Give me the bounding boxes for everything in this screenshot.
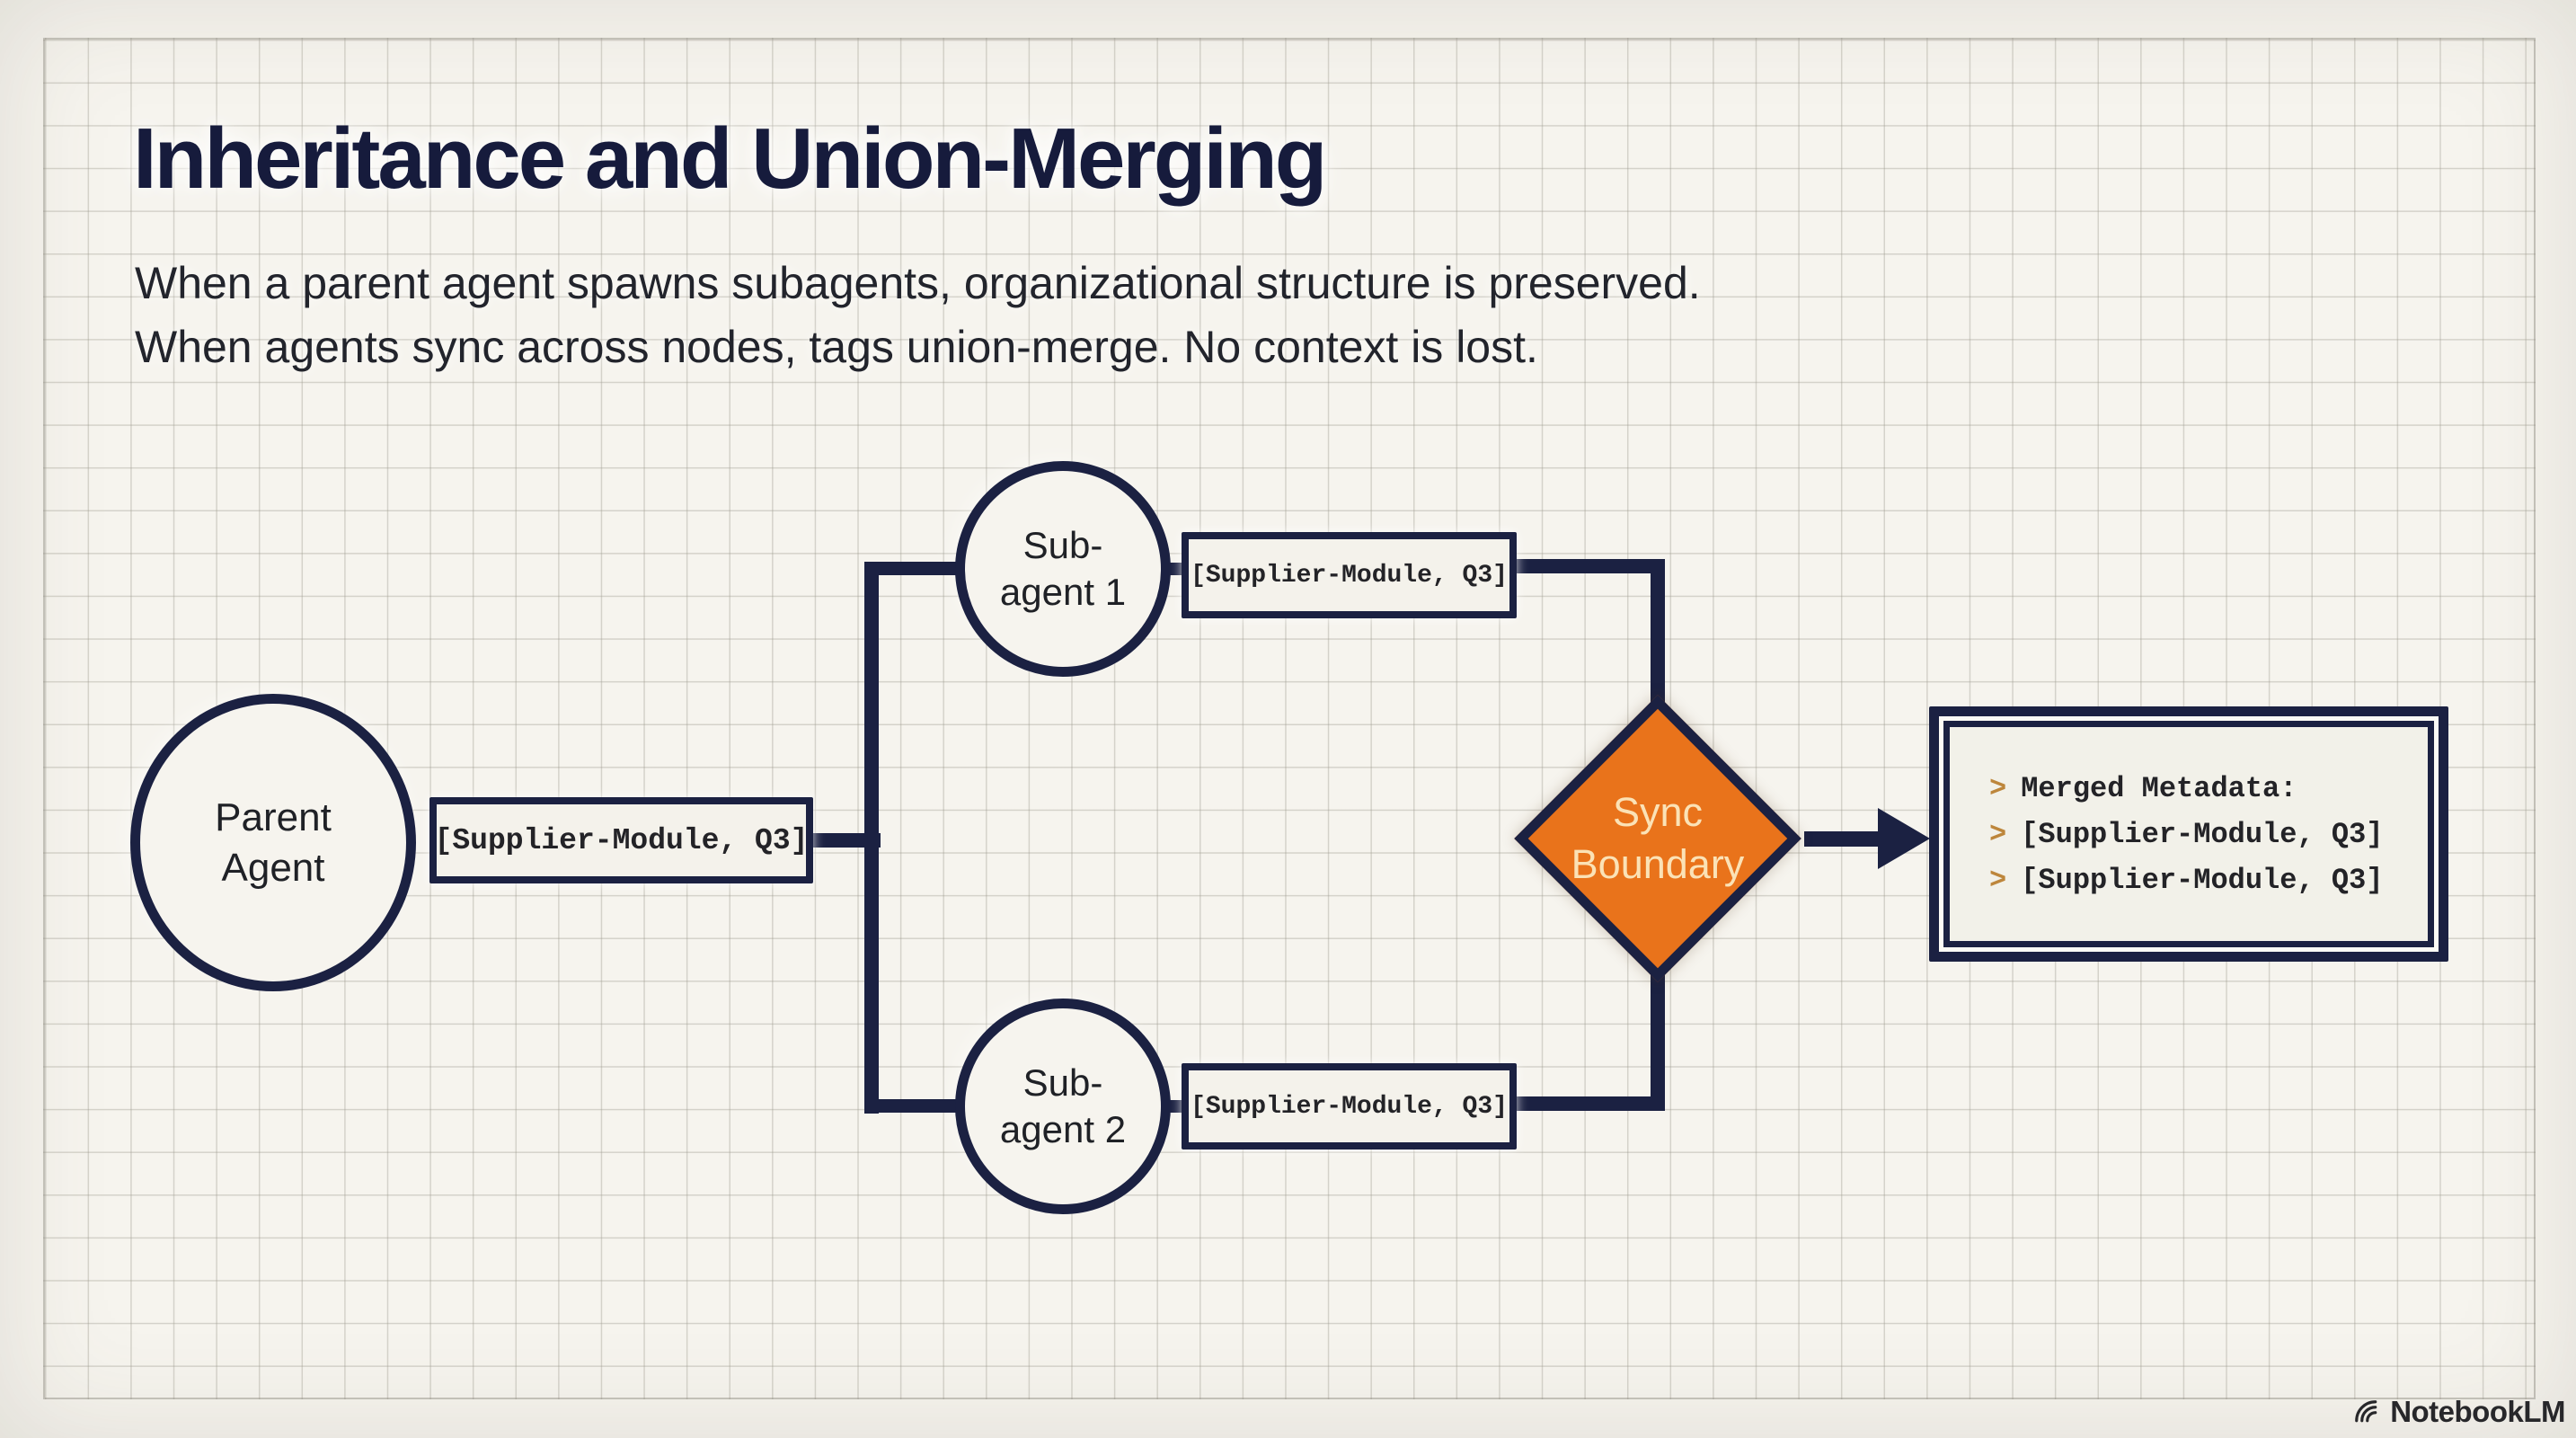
- connector-left-trunk: [864, 562, 879, 1114]
- chevron-icon: >: [1989, 771, 2007, 805]
- chevron-icon: >: [1989, 863, 2007, 897]
- merged-row: > Merged Metadata:: [1989, 766, 2428, 812]
- parent-agent-label: Parent Agent: [215, 794, 332, 890]
- subagent2-node: Sub- agent 2: [955, 999, 1171, 1214]
- connector-sync-top-drop: [1651, 559, 1665, 730]
- chevron-icon: >: [1989, 817, 2007, 851]
- merge-arrow-shaft: [1804, 831, 1885, 847]
- subagent1-node: Sub- agent 1: [955, 461, 1171, 677]
- notebooklm-logo-icon: [2355, 1400, 2377, 1423]
- connector-sync-bottom-rise: [1651, 953, 1665, 1111]
- subtitle: When a parent agent spawns subagents, or…: [135, 252, 1701, 379]
- subtitle-line-2: When agents sync across nodes, tags unio…: [135, 322, 1538, 372]
- watermark-text: NotebookLM: [2390, 1395, 2565, 1428]
- merged-row: > [Supplier-Module, Q3]: [1989, 857, 2428, 903]
- connector-parent-to-trunk: [809, 833, 881, 848]
- merged-metadata-box: > Merged Metadata: > [Supplier-Module, Q3]…: [1929, 706, 2448, 962]
- connector-branch-bottom: [864, 1099, 981, 1113]
- connector-tag1-to-sync: [1502, 559, 1665, 573]
- arrowhead-icon: [1878, 808, 1930, 869]
- parent-tag-box: [Supplier-Module, Q3]: [429, 797, 813, 883]
- subagent1-tag-box: [Supplier-Module, Q3]: [1182, 532, 1517, 618]
- connector-branch-top: [864, 562, 981, 575]
- subagent1-tag-text: [Supplier-Module, Q3]: [1191, 561, 1508, 590]
- subagent2-label: Sub- agent 2: [999, 1061, 1127, 1150]
- connector-tag2-to-sync: [1502, 1096, 1665, 1111]
- parent-tag-text: [Supplier-Module, Q3]: [434, 823, 809, 857]
- notebooklm-watermark: NotebookLM: [2350, 1391, 2565, 1433]
- merged-row: > [Supplier-Module, Q3]: [1989, 812, 2428, 857]
- merged-metadata-inner: > Merged Metadata: > [Supplier-Module, Q3]…: [1943, 721, 2434, 947]
- subagent2-tag-box: [Supplier-Module, Q3]: [1182, 1063, 1517, 1150]
- page-title: Inheritance and Union-Merging: [133, 111, 1327, 207]
- merged-line-text: Merged Metadata:: [2021, 771, 2297, 805]
- parent-agent-node: Parent Agent: [130, 694, 416, 991]
- merged-line-text: [Supplier-Module, Q3]: [2021, 817, 2384, 851]
- merged-line-text: [Supplier-Module, Q3]: [2021, 863, 2384, 897]
- sync-boundary-label: Sync Boundary: [1571, 789, 1745, 887]
- subagent2-tag-text: [Supplier-Module, Q3]: [1191, 1092, 1508, 1121]
- subtitle-line-1: When a parent agent spawns subagents, or…: [135, 258, 1701, 308]
- subagent1-label: Sub- agent 1: [999, 524, 1127, 613]
